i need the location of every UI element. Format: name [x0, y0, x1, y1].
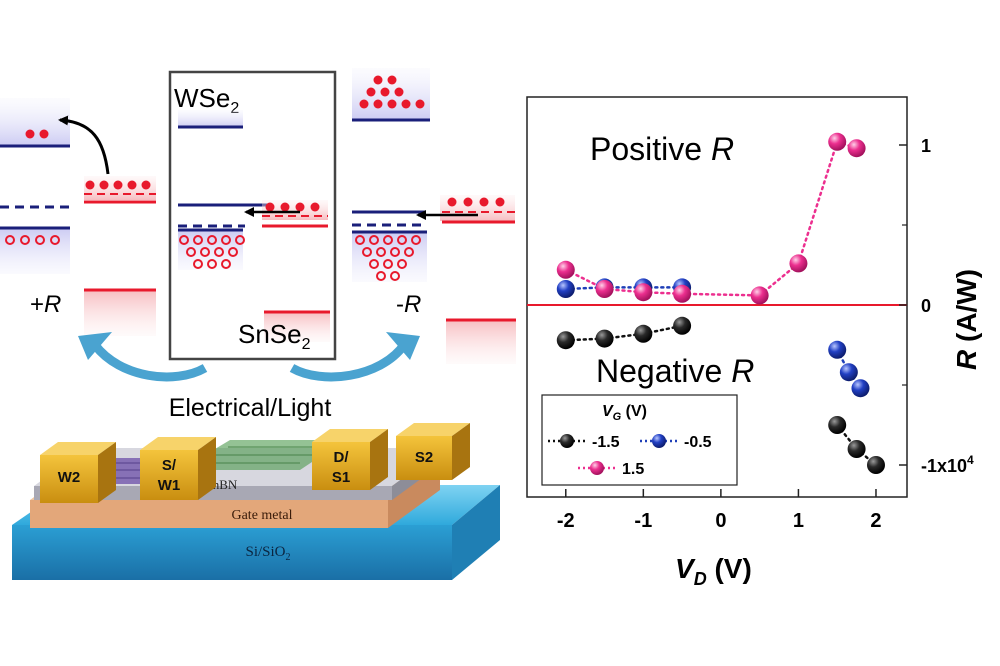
band-panel-middle: WSe2 SnSe2 — [168, 70, 337, 361]
stimulus-label: Electrical/Light — [169, 394, 332, 422]
wse2-label: WSe2 — [174, 83, 239, 117]
x-tick-label: -1 — [634, 510, 652, 532]
data-point — [556, 331, 575, 350]
series--1.5 — [556, 316, 885, 474]
electrode-w2: W2 — [40, 442, 116, 503]
electrode-label: D/ — [334, 449, 350, 466]
y-tick-label: 0 — [921, 296, 931, 316]
electrode-label: S/ — [162, 457, 177, 474]
device-schematic: Si/SiO2 Gate metal hBN W2 S/ — [12, 423, 500, 580]
y-axis-title: R (A/W) — [951, 269, 982, 370]
holes — [5, 235, 60, 245]
data-point — [556, 280, 575, 298]
data-point — [750, 286, 769, 305]
data-point — [673, 316, 692, 335]
responsivity-chart: -2 -1 0 1 2 1 0 -1x104 Positive R Negative R V… — [526, 96, 982, 589]
electrode-label: S1 — [332, 469, 350, 486]
data-point — [634, 324, 653, 343]
data-point — [556, 260, 575, 279]
electrode-label: W1 — [158, 477, 181, 494]
legend-entry: -1.5 — [592, 434, 620, 451]
substrate-side — [452, 485, 500, 580]
transfer-arrow-icon — [58, 115, 110, 175]
data-point — [828, 132, 847, 151]
band-diagram: +R WSe2 SnSe2 — [0, 68, 516, 422]
substrate-front — [12, 525, 452, 580]
y-tick-label: 1 — [921, 136, 931, 156]
data-point — [828, 416, 847, 434]
electron — [39, 129, 49, 139]
arrowhead-right-icon — [386, 332, 420, 360]
holes — [355, 235, 421, 281]
band-panel-right: -R — [352, 68, 516, 364]
series-connector — [680, 292, 761, 297]
snse2-label: SnSe2 — [238, 319, 311, 353]
data-point — [847, 440, 866, 458]
minus-r-label: -R — [396, 291, 421, 318]
legend-marker — [652, 434, 666, 448]
gate-metal-label: Gate metal — [231, 508, 292, 523]
data-point — [828, 340, 847, 359]
x-tick-label: 0 — [715, 510, 726, 532]
legend: VG (V) -1.5 -0.5 1.5 — [541, 394, 738, 486]
x-tick-label: 1 — [793, 510, 804, 532]
data-point — [595, 329, 614, 348]
electrode-label: W2 — [58, 469, 81, 486]
positive-r-annotation: Positive R — [590, 131, 734, 167]
switch-arrow-right-icon — [289, 342, 408, 382]
data-point — [789, 254, 808, 273]
holes — [179, 235, 245, 269]
legend-entry: -0.5 — [684, 434, 712, 451]
electrode-s-w1: S/ W1 — [140, 437, 216, 500]
data-point — [673, 284, 692, 303]
hbn-label: hBN — [213, 477, 238, 492]
snse2-valence-band-fill — [84, 290, 156, 336]
x-tick-label: 2 — [870, 510, 881, 532]
gate-metal-front — [30, 500, 388, 528]
arrowhead-left-icon — [78, 332, 112, 360]
data-point — [634, 283, 653, 302]
legend-entry: 1.5 — [622, 461, 644, 478]
x-tick-label: -2 — [557, 510, 575, 532]
electron — [25, 129, 35, 139]
electrode-label: S2 — [415, 449, 433, 466]
hbn-front — [34, 486, 392, 500]
series-1.5 — [556, 132, 866, 305]
electrode-s2: S2 — [396, 423, 470, 480]
switch-arrow-left-icon — [91, 342, 208, 382]
plus-r-label: +R — [30, 291, 61, 318]
data-point — [839, 363, 858, 382]
legend-title: VG (V) — [602, 403, 647, 423]
data-point — [866, 456, 885, 474]
heterojunction-box — [168, 70, 337, 361]
legend-marker — [590, 461, 604, 475]
legend-box — [541, 394, 738, 486]
data-point — [595, 280, 614, 298]
x-axis-title: VD (V) — [675, 553, 752, 589]
legend-marker — [560, 434, 574, 448]
y-tick-exponent: 4 — [967, 453, 974, 467]
data-point — [851, 379, 870, 398]
x-axis-ticks: -2 -1 0 1 2 — [557, 489, 882, 532]
electrode-d-s1: D/ S1 — [312, 429, 388, 490]
data-point — [847, 139, 866, 158]
wse2-conduction-band-fill — [0, 98, 70, 146]
negative-r-annotation: Negative R — [596, 353, 754, 389]
wse2-valence-band-fill — [0, 228, 70, 274]
series-layer — [556, 132, 885, 474]
substrate-label: Si/SiO2 — [245, 544, 290, 563]
band-panel-left: +R — [0, 98, 156, 336]
y-axis-ticks: 1 0 -1x104 — [899, 136, 974, 476]
electrons — [359, 75, 425, 109]
y-tick-label: -1x104 — [921, 453, 974, 476]
